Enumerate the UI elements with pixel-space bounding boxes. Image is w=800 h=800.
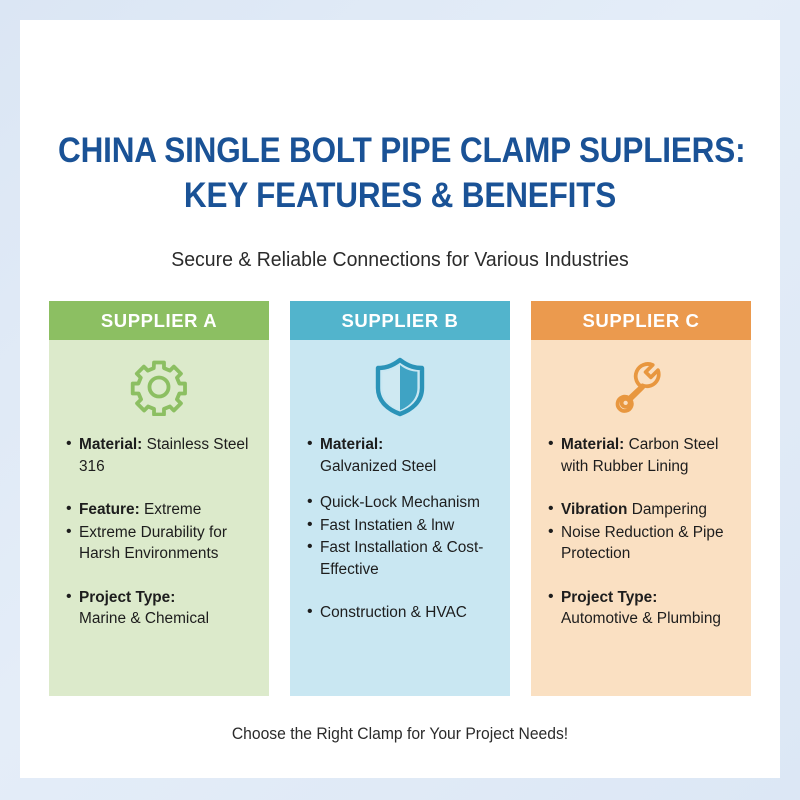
bullet-text: Fast Instatien & lnw (320, 516, 455, 534)
bullet-label: Material: (561, 436, 625, 453)
supplier-comparison-columns: SUPPLIER A Material: Stainless Steel 316 (49, 301, 751, 696)
bullet-label: Vibration (561, 501, 628, 518)
bullet-text: Marine & Chemical (79, 610, 210, 627)
bullet-text: Carbon Steel with Rubber Lining (561, 436, 719, 475)
supplier-a-body: Material: Stainless Steel 316 Feature: E… (49, 340, 269, 696)
bullet-label: Feature: (79, 501, 140, 518)
gear-icon (49, 340, 269, 434)
wrench-icon (531, 340, 751, 434)
list-item: Project Type: Automotive & Plumbing (547, 586, 737, 630)
bullet-text: Extreme (144, 501, 202, 518)
bullet-text: Fast Installation & Cost-Effective (320, 539, 484, 578)
supplier-c-body: Material: Carbon Steel with Rubber Linin… (531, 340, 751, 696)
title-line-2: KEY FEATURES & BENEFITS (183, 176, 617, 215)
supplier-b-bullets: Material: Galvanized Steel Quick-Lock Me… (290, 433, 510, 624)
supplier-b-body: Material: Galvanized Steel Quick-Lock Me… (290, 340, 510, 696)
list-item: Material: Carbon Steel with Rubber Linin… (547, 433, 737, 477)
list-item: Material: Galvanized Steel (306, 433, 496, 477)
bullet-label: Project Type: (79, 588, 176, 606)
bullet-text: Noise Reduction & Pipe Protection (561, 523, 724, 563)
supplier-c-bullets: Material: Carbon Steel with Rubber Linin… (531, 433, 751, 630)
page-subtitle: Secure & Reliable Connections for Variou… (171, 248, 629, 271)
supplier-c-header: SUPPLIER C (531, 301, 751, 340)
supplier-card-c: SUPPLIER C Material: Carbon Steel with R… (531, 301, 751, 696)
footer-callout: Choose the Right Clamp for Your Project … (231, 725, 569, 743)
shield-icon (290, 340, 510, 434)
bullet-text: Construction & HVAC (320, 604, 467, 621)
supplier-card-a: SUPPLIER A Material: Stainless Steel 316 (49, 301, 269, 696)
list-item: Project Type: Marine & Chemical (65, 586, 255, 630)
bullet-text: Dampering (631, 501, 707, 518)
list-item: Noise Reduction & Pipe Protection (547, 521, 737, 565)
title-line-1: CHINA SINGLE BOLT PIPE CLAMP SUPLIERS: (58, 131, 746, 170)
supplier-card-b: SUPPLIER B Material: Galvanized Steel (290, 301, 510, 696)
bullet-label: Project Type: (561, 588, 658, 606)
bullet-text: Extreme Durability for Harsh Environment… (79, 523, 227, 563)
list-item: Extreme Durability for Harsh Environment… (65, 521, 255, 565)
bullet-text: Quick-Lock Mechanism (320, 494, 480, 511)
bullet-text: Automotive & Plumbing (561, 610, 721, 627)
list-item: Quick-Lock Mechanism (306, 491, 496, 514)
bullet-text: Galvanized Steel (320, 457, 437, 475)
page-title: CHINA SINGLE BOLT PIPE CLAMP SUPLIERS: K… (20, 128, 780, 218)
list-item: Feature: Extreme (65, 498, 255, 521)
supplier-b-header: SUPPLIER B (290, 301, 510, 340)
bullet-text: Stainless Steel 316 (79, 436, 249, 475)
infographic-poster: CHINA SINGLE BOLT PIPE CLAMP SUPLIERS: K… (20, 20, 780, 778)
list-item: Fast Instatien & lnw (306, 514, 496, 537)
bullet-label: Material: (320, 436, 384, 453)
supplier-a-bullets: Material: Stainless Steel 316 Feature: E… (49, 433, 269, 630)
supplier-a-header: SUPPLIER A (49, 301, 269, 340)
list-item: Construction & HVAC (306, 601, 496, 624)
list-item: Vibration Dampering (547, 498, 737, 521)
list-item: Material: Stainless Steel 316 (65, 433, 255, 477)
list-item: Fast Installation & Cost-Effective (306, 536, 496, 580)
bullet-label: Material: (79, 436, 143, 453)
